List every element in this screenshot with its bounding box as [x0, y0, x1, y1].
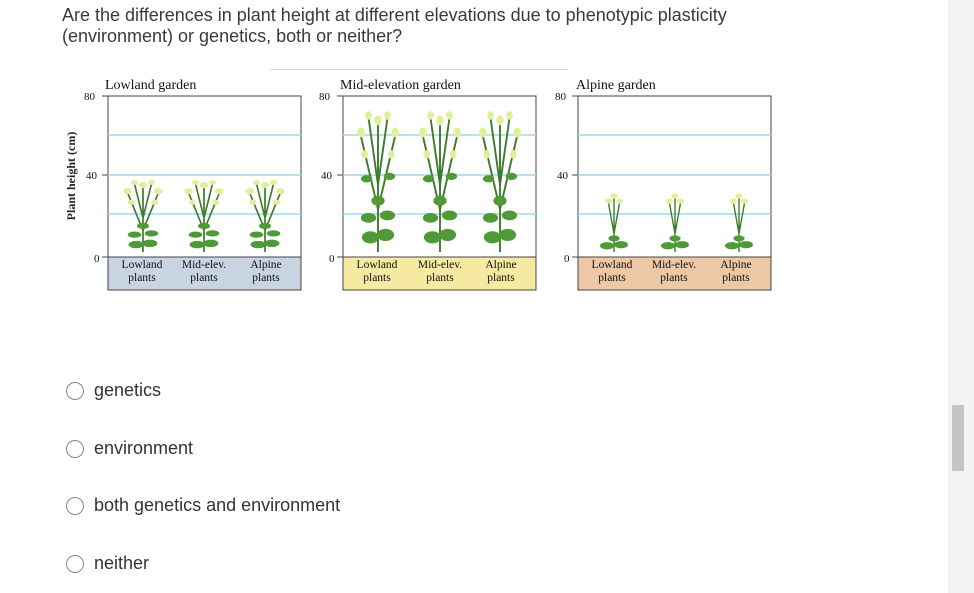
tick-40: 40	[86, 170, 98, 182]
plant-label: Alpine	[485, 259, 516, 271]
plant-alpine: Alpine plants	[720, 193, 753, 284]
plant-illustration	[245, 180, 285, 252]
label-band	[107, 256, 302, 291]
plant-alpine: Alpine plants	[245, 180, 285, 284]
plant-mid-elev: Mid-elev. plants	[418, 111, 462, 284]
plant-label: Alpine	[250, 259, 281, 271]
plant-lowland: Lowland plants	[592, 193, 633, 284]
tick-80: 80	[84, 91, 96, 103]
plant-label: plants	[722, 272, 750, 284]
panel-alpine-garden: Alpine garden 80 40 0 Lowland plants	[555, 78, 772, 291]
option-label[interactable]: genetics	[94, 380, 162, 400]
plant-height-figure: Plant height (cm) Lowland garden 80 40 0	[64, 78, 772, 291]
figure-svg: Plant height (cm) Lowland garden 80 40 0	[64, 78, 772, 291]
plant-label: plants	[128, 272, 156, 284]
tick-0: 0	[94, 253, 100, 265]
plant-lowland: Lowland plants	[122, 180, 163, 284]
plant-alpine: Alpine plants	[479, 111, 521, 284]
plant-illustration	[184, 180, 224, 252]
option-genetics[interactable]: genetics	[66, 380, 161, 401]
panel-mid-elevation-garden: Mid-elevation garden 80 40 0	[319, 78, 537, 291]
plant-label: plants	[426, 272, 454, 284]
radio-button[interactable]	[66, 381, 84, 400]
plant-label: Mid-elev.	[652, 259, 696, 271]
plant-label: plants	[363, 272, 391, 284]
plant-illustration	[357, 111, 399, 252]
plant-label: plants	[252, 272, 280, 284]
panel-title: Mid-elevation garden	[340, 78, 461, 93]
plant-label: Mid-elev.	[418, 259, 462, 271]
tick-40: 40	[321, 170, 333, 182]
plant-illustration	[479, 111, 521, 252]
divider	[270, 69, 568, 70]
option-environment[interactable]: environment	[66, 438, 193, 459]
option-label[interactable]: environment	[94, 438, 194, 458]
plant-illustration	[419, 111, 461, 252]
plant-mid-elev: Mid-elev. plants	[182, 180, 226, 284]
plant-label: plants	[660, 272, 688, 284]
plant-label: plants	[190, 272, 218, 284]
plant-label: Alpine	[720, 259, 751, 271]
plant-label: Lowland	[592, 259, 633, 271]
radio-button[interactable]	[66, 554, 84, 573]
plant-illustration	[600, 193, 628, 252]
option-label[interactable]: both genetics and environment	[94, 495, 341, 515]
tick-80: 80	[319, 91, 331, 103]
panel-lowland-garden: Lowland garden 80 40 0	[84, 78, 302, 291]
option-both[interactable]: both genetics and environment	[66, 495, 340, 516]
option-label[interactable]: neither	[94, 553, 150, 573]
plant-illustration	[725, 193, 753, 252]
scrollbar-track[interactable]	[948, 0, 974, 593]
tick-40: 40	[557, 170, 569, 182]
plant-label: Lowland	[122, 259, 163, 271]
tick-0: 0	[329, 253, 335, 265]
label-band	[342, 256, 537, 291]
option-neither[interactable]: neither	[66, 553, 149, 574]
panel-title: Alpine garden	[576, 78, 656, 93]
scrollbar-thumb[interactable]	[952, 405, 964, 471]
plant-lowland: Lowland plants	[357, 111, 399, 284]
plant-mid-elev: Mid-elev. plants	[652, 193, 696, 284]
tick-80: 80	[555, 91, 567, 103]
radio-button[interactable]	[66, 439, 84, 458]
question-text: Are the differences in plant height at d…	[62, 5, 727, 46]
plant-label: plants	[487, 272, 515, 284]
plant-illustration	[123, 180, 163, 252]
panel-title: Lowland garden	[105, 78, 196, 93]
radio-button[interactable]	[66, 496, 84, 515]
tick-0: 0	[564, 253, 570, 265]
plant-illustration	[661, 193, 689, 252]
label-band	[577, 256, 772, 291]
y-axis-label: Plant height (cm)	[64, 132, 78, 221]
plant-label: Lowland	[357, 259, 398, 271]
plant-label: Mid-elev.	[182, 259, 226, 271]
plant-label: plants	[598, 272, 626, 284]
